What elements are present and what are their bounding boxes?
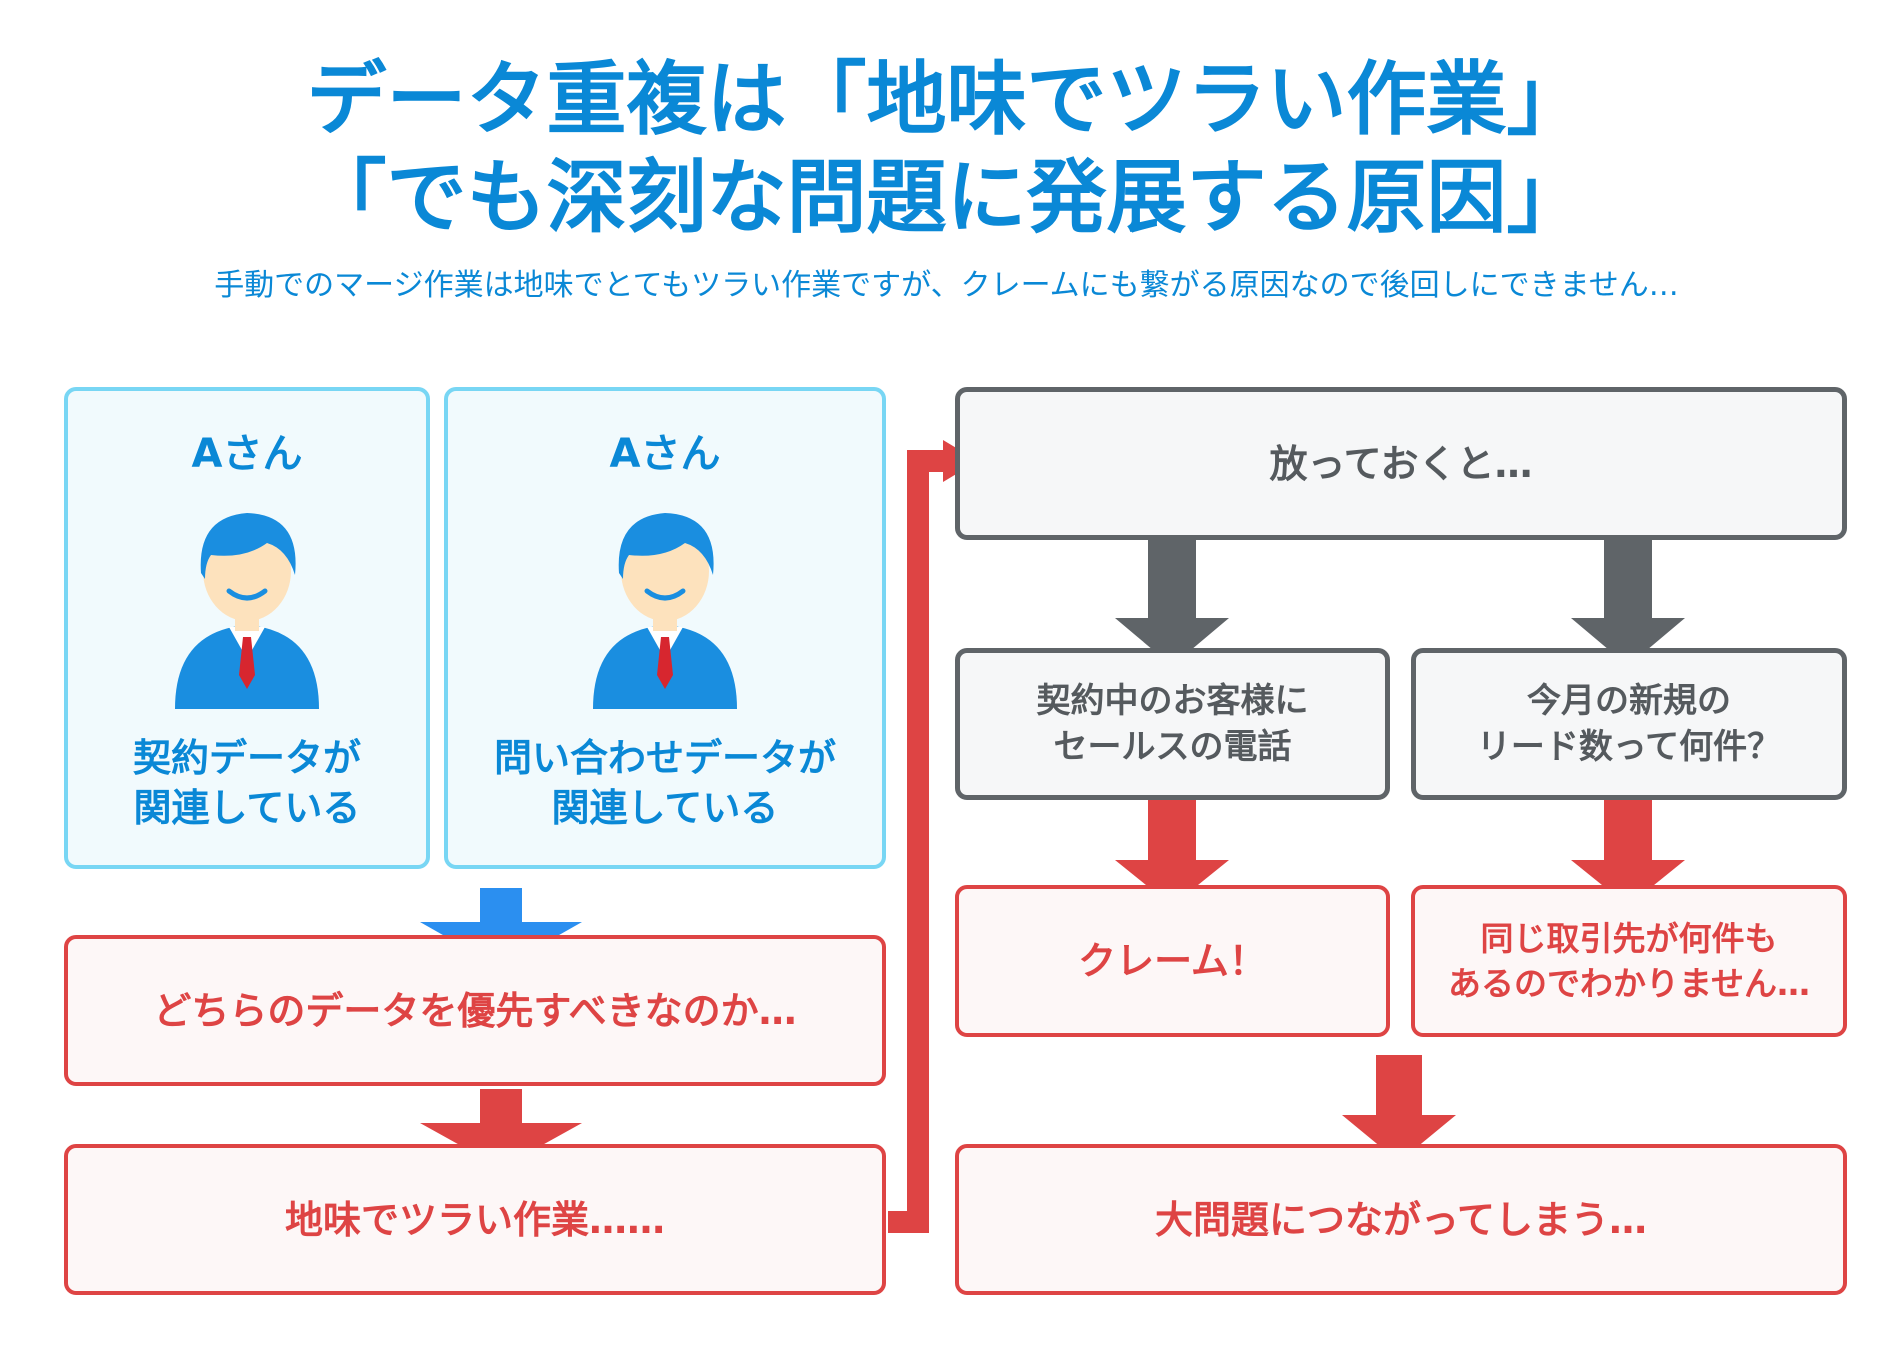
connector-arrow-icon <box>888 440 978 1233</box>
title-line-2: 「でも深刻な問題に発展する原因」 <box>306 151 1587 244</box>
down-arrow-icon <box>1342 1055 1456 1162</box>
result-complaint: クレーム！ <box>955 885 1390 1037</box>
down-arrow-icon <box>1115 540 1229 666</box>
person-card-contract: Aさん 契約データが 関連している <box>64 387 430 869</box>
title-line-1: データ重複は「地味でツラい作業」 <box>306 53 1587 146</box>
branch-lead-count: 今月の新規の リード数って何件？ <box>1411 648 1847 800</box>
down-arrow-icon <box>1115 800 1229 906</box>
down-arrow-icon <box>1571 540 1685 666</box>
person-avatar-icon <box>593 513 737 709</box>
person-name: Aさん <box>609 431 721 477</box>
down-arrow-icon <box>1571 800 1685 906</box>
step-priority-question: どちらのデータを優先すべきなのか… <box>64 935 886 1086</box>
person-avatar-icon <box>175 513 319 709</box>
result-unknown-duplicates: 同じ取引先が何件も あるのでわかりません… <box>1411 885 1847 1037</box>
branch-sales-call: 契約中のお客様に セールスの電話 <box>955 648 1390 800</box>
final-big-problem: 大問題につながってしまう… <box>955 1144 1847 1295</box>
person-card-inquiry: Aさん 問い合わせデータが 関連している <box>444 387 886 869</box>
person-description: 問い合わせデータが 関連している <box>493 736 836 830</box>
person-description: 契約データが 関連している <box>132 736 361 830</box>
subtitle: 手動でのマージ作業は地味でとてもツラい作業ですが、クレームにも繋がる原因なので後… <box>214 268 1679 303</box>
leave-it-box: 放っておくと… <box>955 387 1847 540</box>
step-tedious-work: 地味でツラい作業…… <box>64 1144 886 1295</box>
person-name: Aさん <box>191 431 303 477</box>
